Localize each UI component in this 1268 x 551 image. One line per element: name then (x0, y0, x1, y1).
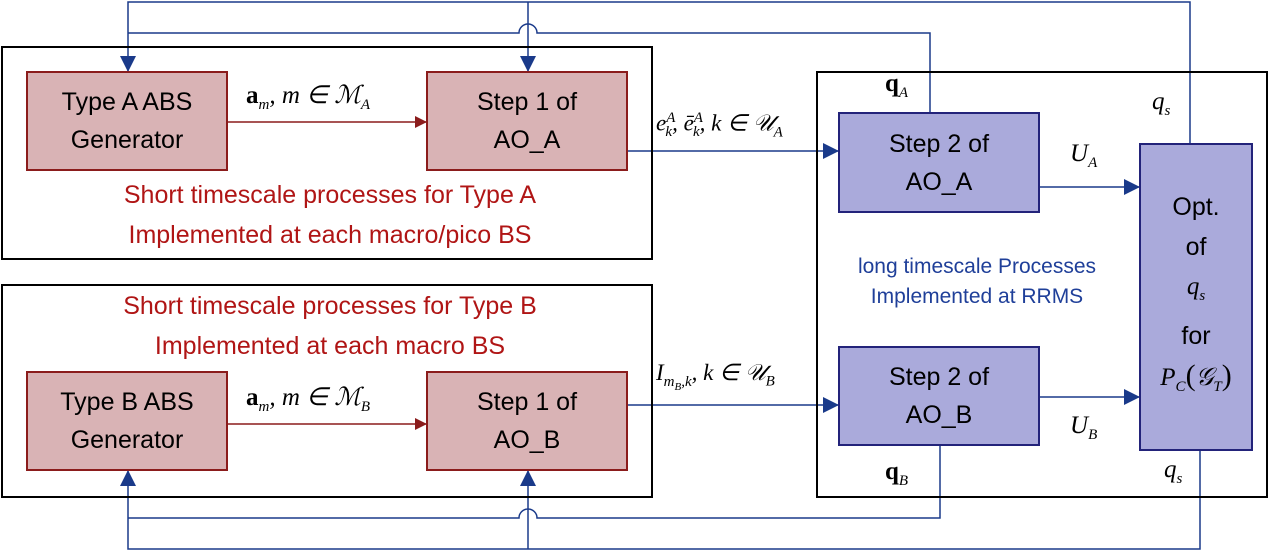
rrms-stepB2-box: Step 2 of AO_B (838, 346, 1040, 446)
rrms-region (816, 71, 1268, 498)
typeB-step1-box: Step 1 of AO_B (426, 371, 628, 471)
typeA-region (1, 46, 653, 260)
typeA-caption-line1: Short timescale processes for Type A (123, 181, 537, 209)
rrms-stepA2-line2: AO_A (905, 167, 973, 196)
typeB-generator-line2: Generator (70, 426, 184, 454)
opt-box: Opt. of qs for PC(𝒢T) (1139, 143, 1253, 451)
typeA-generator-line1: Type A ABS (61, 88, 193, 116)
typeB-caption-line1: Short timescale processes for Type B (123, 292, 537, 320)
qA-label: qA (885, 70, 909, 101)
rrms-caption: long timescale Processes Implemented at … (826, 252, 1128, 312)
typeB-region (1, 284, 653, 498)
opt-line2: of (1185, 233, 1207, 261)
UA-label: UA (1070, 140, 1098, 171)
rrms-stepA2-box: Step 2 of AO_A (838, 112, 1040, 213)
typeA-generator-box: Type A ABS Generator (26, 71, 228, 171)
typeA-step1-line2: AO_A (493, 126, 561, 154)
rrms-stepA2-line1: Step 2 of (888, 129, 990, 158)
rrms-stepB2-line1: Step 2 of (888, 363, 990, 391)
typeA-caption: Short timescale processes for Type A Imp… (40, 175, 620, 255)
opt-line5: PC(𝒢T) (1160, 359, 1232, 395)
typeB-caption-line2: Implemented at each macro BS (154, 332, 506, 360)
opt-line4: for (1181, 322, 1211, 350)
typeA-arrow-label: am, m ∈ ℳA (246, 82, 371, 113)
typeA-output-label: eAk, ēAk, k ∈ 𝒰A (656, 110, 783, 141)
qs-bottom-label: qs (1164, 456, 1183, 487)
rrms-caption-line1: long timescale Processes (857, 255, 1097, 278)
typeA-caption-line2: Implemented at each macro/pico BS (128, 221, 532, 249)
opt-line3: qs (1186, 273, 1206, 304)
qB-label: qB (885, 458, 909, 489)
typeB-caption: Short timescale processes for Type B Imp… (40, 286, 620, 366)
opt-line1: Opt. (1172, 193, 1220, 221)
feedback-qs-bottom (120, 451, 1201, 550)
feedback-qB (128, 446, 941, 519)
feedback-qA (128, 23, 931, 112)
UB-label: UB (1070, 412, 1098, 443)
typeB-step1-line1: Step 1 of (476, 388, 578, 416)
rrms-caption-line2: Implemented at RRMS (870, 285, 1084, 308)
typeB-output-label: ImB,k, k ∈ 𝒰B (656, 360, 775, 393)
typeB-generator-box: Type B ABS Generator (26, 371, 228, 471)
typeA-step1-line1: Step 1 of (476, 88, 578, 116)
qs-top-label: qs (1152, 88, 1171, 119)
typeA-step1-box: Step 1 of AO_A (426, 71, 628, 171)
typeB-generator-line1: Type B ABS (60, 388, 194, 416)
typeB-arrow-label: am, m ∈ ℳB (246, 384, 371, 415)
typeA-generator-line2: Generator (70, 126, 184, 154)
rrms-stepB2-line2: AO_B (905, 401, 973, 429)
typeB-step1-line2: AO_B (493, 426, 561, 454)
